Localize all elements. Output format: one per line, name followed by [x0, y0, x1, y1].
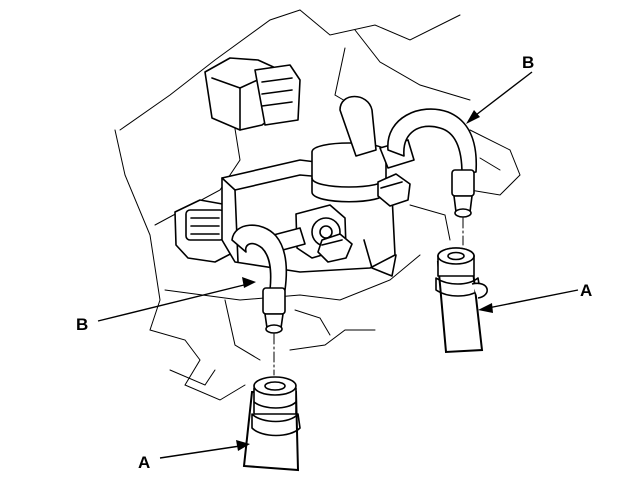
connector-upper: [204, 57, 301, 131]
solenoid-valve-body: [221, 139, 415, 277]
label-b-lower: B: [76, 315, 88, 334]
hose-upper: [435, 247, 488, 354]
hose-lower: [242, 376, 301, 472]
tube-upper: [339, 95, 478, 218]
label-b-upper: B: [522, 53, 534, 72]
label-a-lower: A: [138, 453, 150, 472]
tube-lower: [231, 224, 288, 334]
guide-lines: [273, 217, 464, 376]
label-leaders: [97, 71, 579, 459]
label-a-upper: A: [580, 281, 592, 300]
